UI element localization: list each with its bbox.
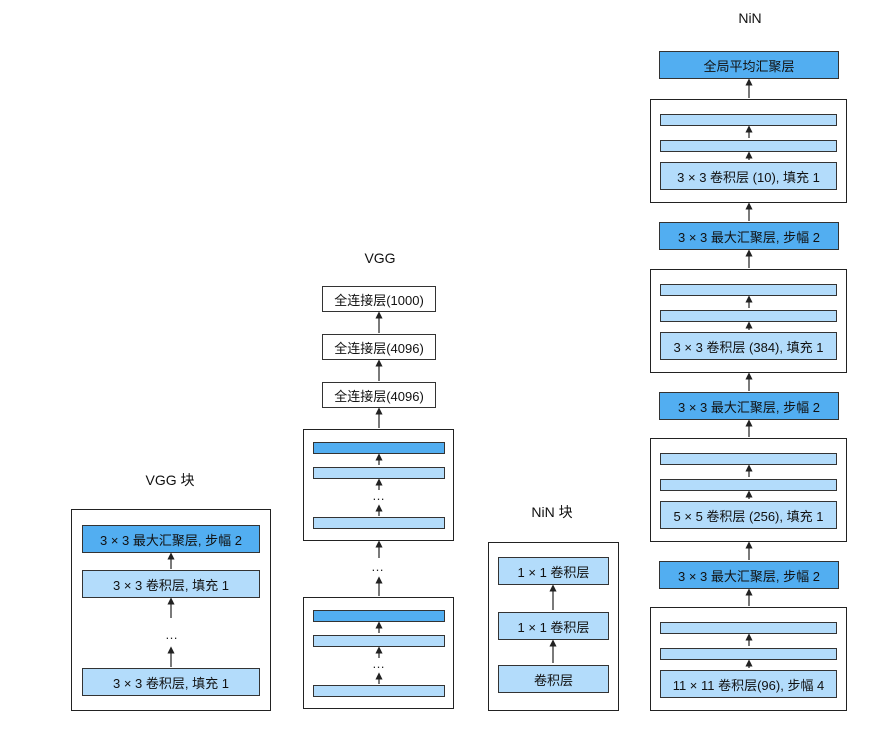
nin-mini-layer: [660, 648, 837, 660]
nin-block-frame: 1 × 1 卷积层 1 × 1 卷积层 卷积层: [488, 542, 619, 711]
nin-title: NiN: [738, 10, 762, 26]
vgg-title: VGG: [364, 250, 396, 266]
nin-mini-layer: [660, 140, 837, 152]
nin-conv-layer: 5 × 5 卷积层 (256), 填充 1: [660, 501, 837, 529]
vgg-block-title: VGG 块: [145, 472, 195, 488]
vgg-mini-layer: [313, 685, 445, 697]
nin-block-conv1x1-layer: 1 × 1 卷积层: [498, 612, 609, 640]
vgg-mini-layer: [313, 610, 445, 622]
nin-mini-layer: [660, 114, 837, 126]
nin-mini-layer: [660, 310, 837, 322]
nin-maxpool-layer: 3 × 3 最大汇聚层, 步幅 2: [659, 561, 839, 589]
nin-conv-layer: 3 × 3 卷积层 (10), 填充 1: [660, 162, 837, 190]
nin-conv-layer: 3 × 3 卷积层 (384), 填充 1: [660, 332, 837, 360]
vgg-fc-layer: 全连接层(4096): [322, 334, 436, 360]
nin-maxpool-layer: 3 × 3 最大汇聚层, 步幅 2: [659, 222, 839, 250]
nin-block-frame: 3 × 3 卷积层 (384), 填充 1: [650, 269, 847, 373]
nin-mini-layer: [660, 284, 837, 296]
nin-mini-layer: [660, 479, 837, 491]
nin-conv-layer: 11 × 11 卷积层(96), 步幅 4: [660, 670, 837, 698]
vgg-block-mini-frame: …: [303, 597, 454, 709]
vgg-block-conv-layer: 3 × 3 卷积层, 填充 1: [82, 668, 260, 696]
vgg-between-ellipsis: …: [371, 559, 385, 574]
vgg-block-mini-frame: …: [303, 429, 454, 541]
vgg-mini-layer: [313, 635, 445, 647]
vgg-fc-layer: 全连接层(4096): [322, 382, 436, 408]
vgg-mini-layer: [313, 517, 445, 529]
vgg-mini-ellipsis: …: [372, 488, 386, 503]
vgg-mini-layer: [313, 442, 445, 454]
nin-global-avg-pool-layer: 全局平均汇聚层: [659, 51, 839, 79]
nin-block-conv-layer: 卷积层: [498, 665, 609, 693]
vgg-mini-ellipsis: …: [372, 656, 386, 671]
nin-maxpool-layer: 3 × 3 最大汇聚层, 步幅 2: [659, 392, 839, 420]
vgg-block-frame: 3 × 3 最大汇聚层, 步幅 2 3 × 3 卷积层, 填充 1 … 3 × …: [71, 509, 271, 711]
vgg-block-ellipsis: …: [165, 627, 179, 642]
vgg-block-maxpool-layer: 3 × 3 最大汇聚层, 步幅 2: [82, 525, 260, 553]
nin-block-conv1x1-layer: 1 × 1 卷积层: [498, 557, 609, 585]
vgg-fc-layer: 全连接层(1000): [322, 286, 436, 312]
vgg-mini-layer: [313, 467, 445, 479]
nin-block-frame: 11 × 11 卷积层(96), 步幅 4: [650, 607, 847, 711]
nin-block-frame: 5 × 5 卷积层 (256), 填充 1: [650, 438, 847, 542]
vgg-block-conv-layer: 3 × 3 卷积层, 填充 1: [82, 570, 260, 598]
nin-mini-layer: [660, 622, 837, 634]
nin-block-frame: 3 × 3 卷积层 (10), 填充 1: [650, 99, 847, 203]
nin-mini-layer: [660, 453, 837, 465]
nin-block-title: NiN 块: [531, 504, 573, 520]
